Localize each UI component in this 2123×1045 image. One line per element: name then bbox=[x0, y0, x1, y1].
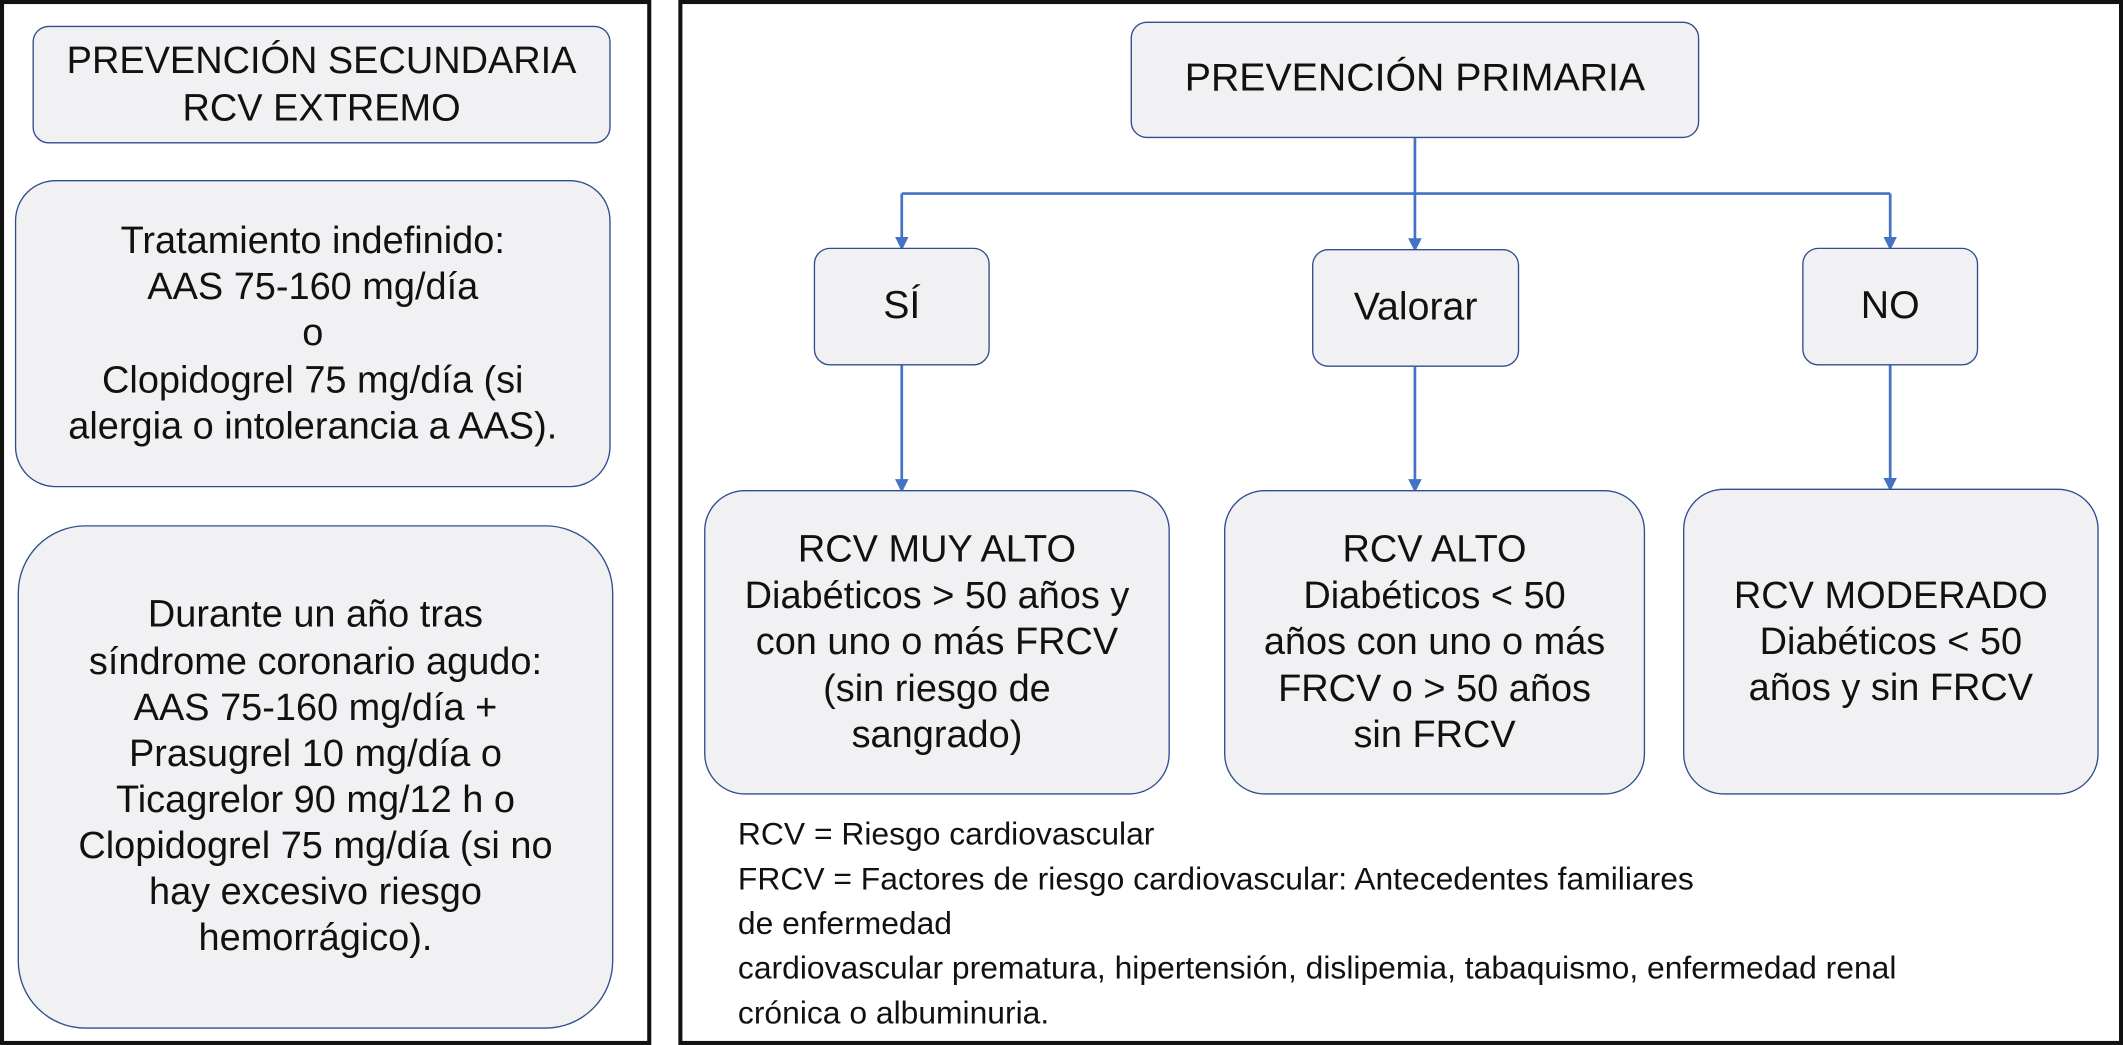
legend-line: crónica o albuminuria. bbox=[737, 994, 1050, 1031]
legend-line: FRCV = Factores de riesgo cardiovascular… bbox=[737, 860, 1694, 897]
legend-line: cardiovascular prematura, hipertensión, … bbox=[737, 950, 1897, 986]
legend-line: de enfermedad bbox=[737, 905, 952, 941]
post-acs-treatment-box: Durante un año tras síndrome coronario a… bbox=[17, 525, 614, 1029]
outcome-moderate-risk-box: RCV MODERADO Diabéticos < 50 años y sin … bbox=[1683, 488, 2099, 795]
decision-yes-box: SÍ bbox=[813, 247, 990, 366]
secondary-prevention-title: PREVENCIÓN SECUNDARIA RCV EXTREMO bbox=[32, 25, 611, 144]
decision-assess-box: Valorar bbox=[1312, 249, 1520, 367]
decision-no-box: NO bbox=[1802, 247, 1979, 366]
outcome-high-risk-box: RCV ALTO Diabéticos < 50 años con uno o … bbox=[1224, 490, 1646, 795]
indefinite-treatment-box: Tratamiento indefinido: AAS 75-160 mg/dí… bbox=[14, 180, 611, 488]
abbreviations-legend: RCV = Riesgo cardiovascular FRCV = Facto… bbox=[738, 812, 2112, 1035]
primary-prevention-title: PREVENCIÓN PRIMARIA bbox=[1130, 21, 1700, 139]
legend-line: RCV = Riesgo cardiovascular bbox=[737, 816, 1155, 852]
outcome-very-high-risk-box: RCV MUY ALTO Diabéticos > 50 años y con … bbox=[704, 490, 1170, 795]
